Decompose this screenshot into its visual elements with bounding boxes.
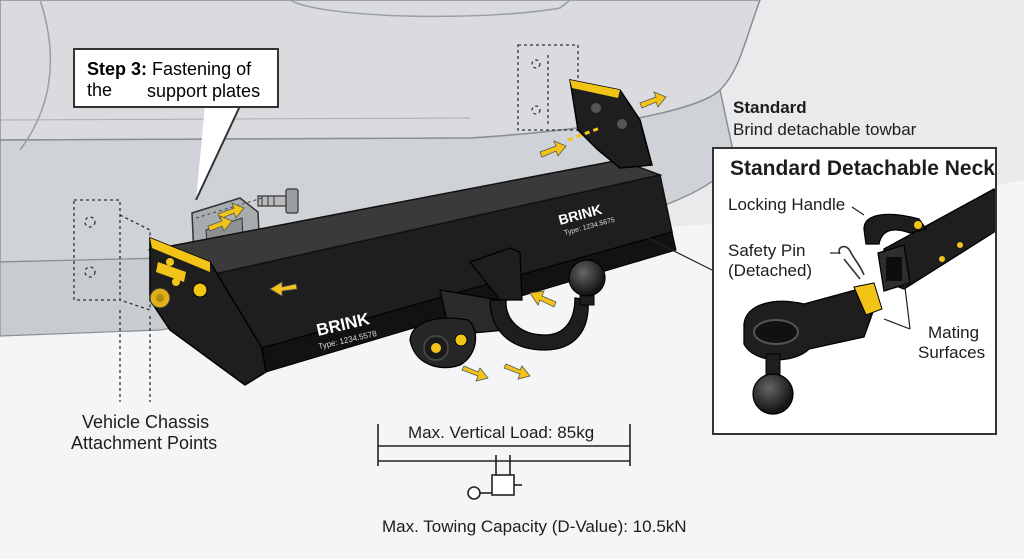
- max-towing-capacity: Max. Towing Capacity (D-Value): 10.5kN: [382, 517, 687, 536]
- left-mounting-bracket: [149, 236, 267, 386]
- label-surfaces: Surfaces: [918, 343, 986, 362]
- neck-body: [743, 282, 883, 377]
- right-mounting-bracket: [567, 79, 653, 169]
- chassis-label-line2: Attachment Points: [71, 433, 218, 453]
- leader-lines: [119, 227, 713, 402]
- standard-title: Standard: [733, 98, 807, 117]
- locking-handle: [863, 213, 928, 245]
- chassis-label-line1: Vehicle Chassis: [82, 412, 210, 432]
- inset-leaders: [830, 206, 911, 330]
- neck-ball: [752, 373, 794, 415]
- load-diagram: [377, 424, 631, 500]
- label-mating: Mating: [928, 323, 980, 342]
- step-number: Step 3:: [87, 59, 148, 79]
- tow-ball: [568, 259, 606, 297]
- max-vertical-load: Max. Vertical Load: 85kg: [408, 423, 595, 442]
- standard-subtitle: Brind detachable towbar: [733, 120, 917, 139]
- inset-title: Standard Detachable Neck: [730, 157, 995, 180]
- lock-mechanism: [409, 317, 477, 369]
- neck-illustration: [743, 188, 995, 415]
- receiver-tube: [877, 188, 995, 292]
- label-safety-pin-detached: (Detached): [728, 261, 813, 280]
- step-callout: Step 3: Fastening of the support plates: [73, 48, 279, 108]
- step-text-line2: support plates: [147, 81, 261, 101]
- bolt-upper: [257, 188, 299, 214]
- swan-neck: [439, 247, 595, 351]
- detachable-neck-inset: Standard Detachable Neck Locking Handle …: [712, 147, 997, 435]
- direction-arrows: [207, 91, 667, 382]
- label-locking-handle: Locking Handle: [728, 195, 846, 214]
- step-text-line1: Fastening of the: [87, 59, 252, 100]
- chassis-nut: [149, 287, 171, 309]
- safety-pin: [838, 245, 865, 280]
- label-safety-pin: Safety Pin: [728, 241, 806, 260]
